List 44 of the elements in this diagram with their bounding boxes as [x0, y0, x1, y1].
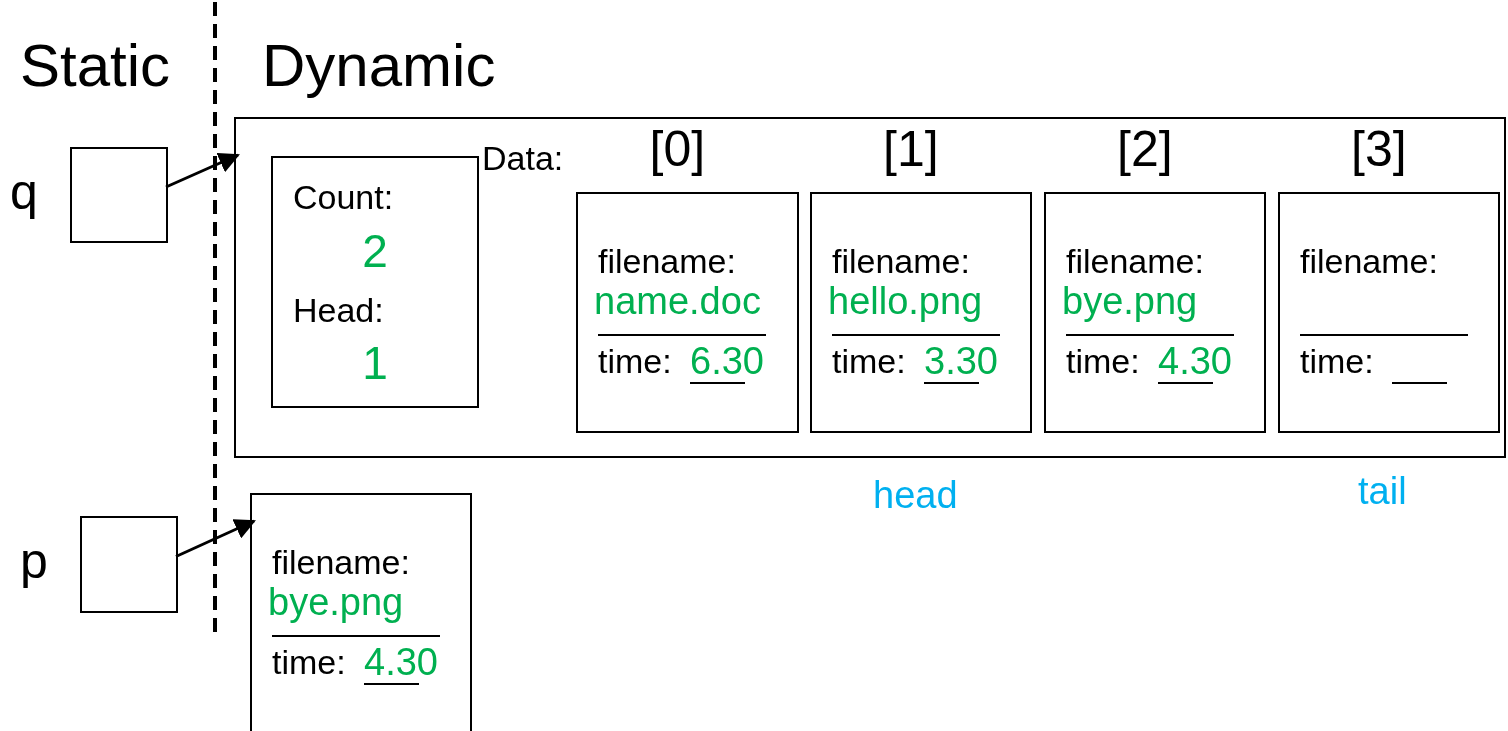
field-label: time: — [832, 344, 906, 378]
struct-box — [1278, 192, 1500, 433]
field-value: bye.png — [1062, 282, 1198, 320]
field-value: 4.30 — [364, 643, 438, 681]
field-value: 2 — [361, 228, 389, 274]
field-value: name.doc — [594, 282, 761, 320]
field-label: filename: — [832, 244, 970, 278]
field-label: Head: — [293, 293, 384, 327]
pointer-label: head — [873, 476, 958, 514]
field-value: 3.30 — [924, 342, 998, 380]
index-label: [3] — [1351, 124, 1407, 174]
pointer-arrow — [165, 153, 240, 189]
field-value: 6.30 — [690, 342, 764, 380]
field-value: bye.png — [268, 583, 404, 621]
pointer-arrow — [175, 519, 256, 558]
variable-box — [80, 516, 178, 613]
variable-name: q — [10, 167, 38, 217]
index-label: [1] — [883, 124, 939, 174]
field-label: Data: — [482, 141, 564, 175]
field-label: Count: — [293, 180, 394, 214]
section-heading: Dynamic — [262, 36, 496, 96]
index-label: [2] — [1117, 124, 1173, 174]
field-label: time: — [598, 344, 672, 378]
field-label: time: — [1300, 344, 1374, 378]
struct-box — [1044, 192, 1266, 433]
field-value: 4.30 — [1158, 342, 1232, 380]
field-label: time: — [1066, 344, 1140, 378]
field-value: hello.png — [828, 282, 983, 320]
variable-name: p — [20, 536, 48, 586]
header-box — [271, 156, 479, 408]
section-heading: Static — [20, 36, 171, 96]
struct-box — [576, 192, 799, 433]
field-label: filename: — [1066, 244, 1204, 278]
heap-block — [234, 117, 1506, 458]
field-label: filename: — [1300, 244, 1438, 278]
index-label: [0] — [649, 124, 706, 174]
field-label: filename: — [598, 244, 736, 278]
field-value: 1 — [361, 340, 389, 386]
pointer-label: tail — [1358, 472, 1407, 510]
field-label: time: — [272, 645, 346, 679]
variable-box — [70, 147, 168, 243]
struct-box — [810, 192, 1032, 433]
struct-box — [250, 493, 472, 731]
field-label: filename: — [272, 545, 410, 579]
